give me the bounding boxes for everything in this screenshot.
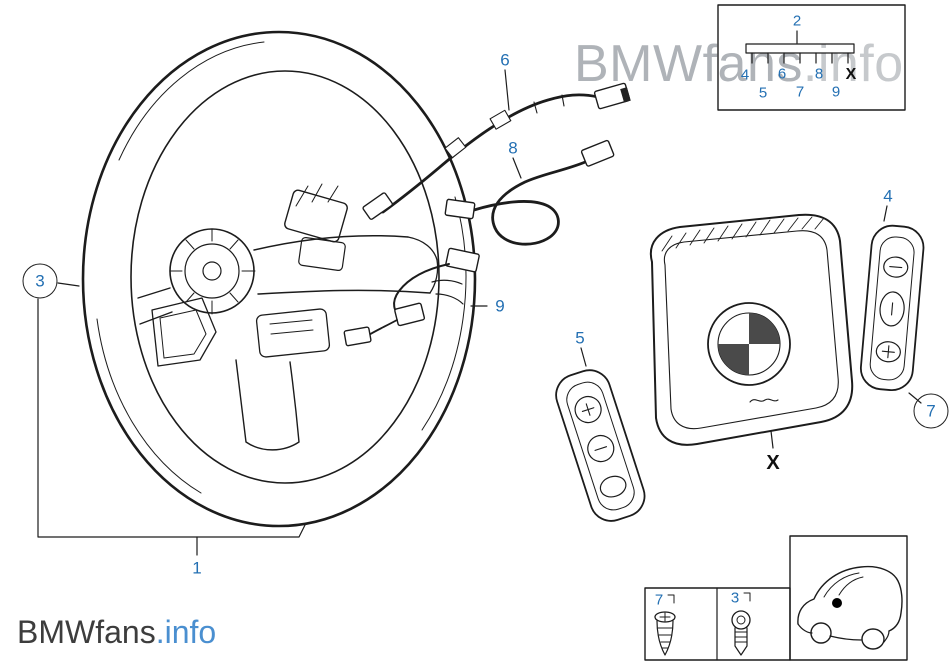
callout-3: 3: [35, 271, 45, 291]
callout-6[interactable]: 6: [500, 50, 510, 70]
callout-3-circle[interactable]: 3: [22, 263, 58, 299]
callout-4[interactable]: 4: [883, 186, 893, 206]
pin-label-4[interactable]: 4: [740, 66, 750, 84]
cable-6-drawing: [362, 82, 631, 220]
car-silhouette-drawing: [797, 565, 903, 650]
screw-7-drawing: [654, 611, 676, 656]
car-location-box: [789, 535, 908, 661]
watermark-tld: .info: [802, 35, 904, 93]
steering-wheel-drawing: [81, 30, 477, 528]
pin-label-6[interactable]: 6: [777, 65, 787, 83]
screw-3-drawing: [731, 610, 751, 656]
pin-connector-box: [717, 4, 906, 111]
fastener-label-3[interactable]: 3: [730, 589, 740, 607]
bmw-roundel-icon: [707, 302, 791, 386]
pin-label-9[interactable]: 9: [831, 83, 841, 101]
callout-1[interactable]: 1: [192, 558, 202, 578]
callout-8[interactable]: 8: [508, 138, 518, 158]
callout-7-circle[interactable]: 7: [913, 393, 949, 429]
switch-left-drawing: [555, 369, 646, 522]
pin-label-8[interactable]: 8: [814, 65, 824, 83]
callout-5[interactable]: 5: [575, 328, 585, 348]
site-logo-tld: .info: [155, 614, 217, 650]
fastener-box: [644, 587, 791, 661]
callout-2[interactable]: 2: [792, 12, 802, 30]
switch-right-drawing: [859, 224, 925, 392]
fastener-label-7[interactable]: 7: [654, 591, 664, 609]
pin-label-7[interactable]: 7: [795, 83, 805, 101]
site-logo: BMWfans.info: [17, 614, 217, 650]
watermark: BMWfans.info: [574, 38, 904, 90]
site-logo-brand: BMWfans: [17, 614, 156, 650]
watermark-brand: BMWfans: [574, 35, 803, 93]
airbag-x-mark: X: [766, 452, 780, 474]
callout-7: 7: [926, 401, 936, 421]
leader-lines: [37, 30, 922, 556]
cable-9-drawing: [343, 247, 480, 347]
pin-connector-drawing: [745, 43, 855, 64]
airbag-module-drawing: [649, 213, 854, 446]
pin-label-5[interactable]: 5: [758, 84, 768, 102]
pin-x-mark: X: [845, 66, 857, 83]
cable-8-drawing: [444, 139, 615, 246]
part-location-dot: [832, 598, 842, 608]
callout-9[interactable]: 9: [495, 296, 505, 316]
